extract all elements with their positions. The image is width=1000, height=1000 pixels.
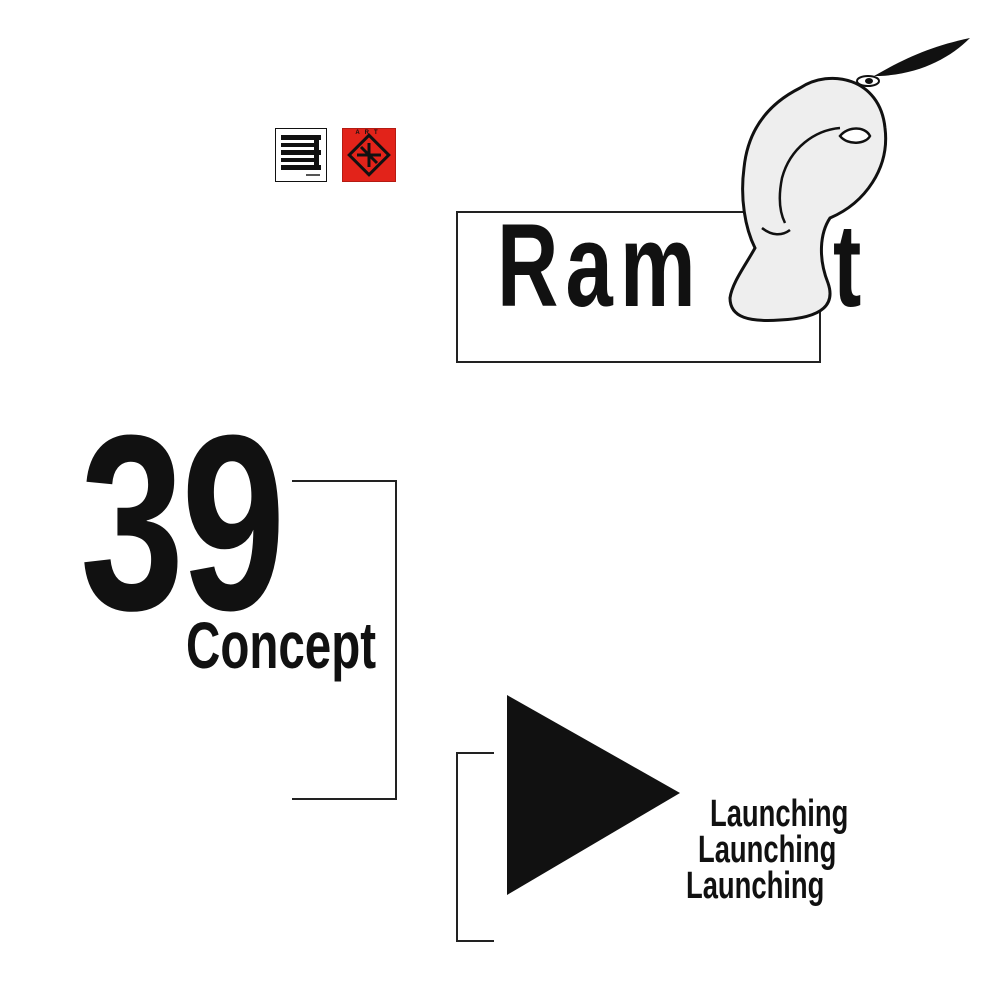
stacked-bars-logo-icon xyxy=(275,128,327,182)
stacked-bars-logo-graphic xyxy=(281,135,321,176)
sketched-head-icon xyxy=(720,28,980,328)
play-triangle-icon xyxy=(500,690,690,900)
concept-label: Concept xyxy=(186,608,377,682)
red-glyph-logo-icon: ART xyxy=(342,128,396,182)
launch-bracket xyxy=(456,752,494,942)
brand-name: Ram xyxy=(497,200,703,332)
brand-name-tail: t xyxy=(833,200,862,332)
red-glyph-logo-graphic xyxy=(347,133,391,177)
sketched-head-graphic xyxy=(728,38,970,322)
concept-bracket xyxy=(292,480,397,800)
play-triangle-graphic xyxy=(507,695,680,895)
logo-letters: ART xyxy=(355,130,383,136)
launching-line-1: Launching xyxy=(710,793,849,835)
concept-number: 39 xyxy=(80,383,286,662)
launching-line-3: Launching xyxy=(686,865,825,907)
launching-line-2: Launching xyxy=(698,829,837,871)
